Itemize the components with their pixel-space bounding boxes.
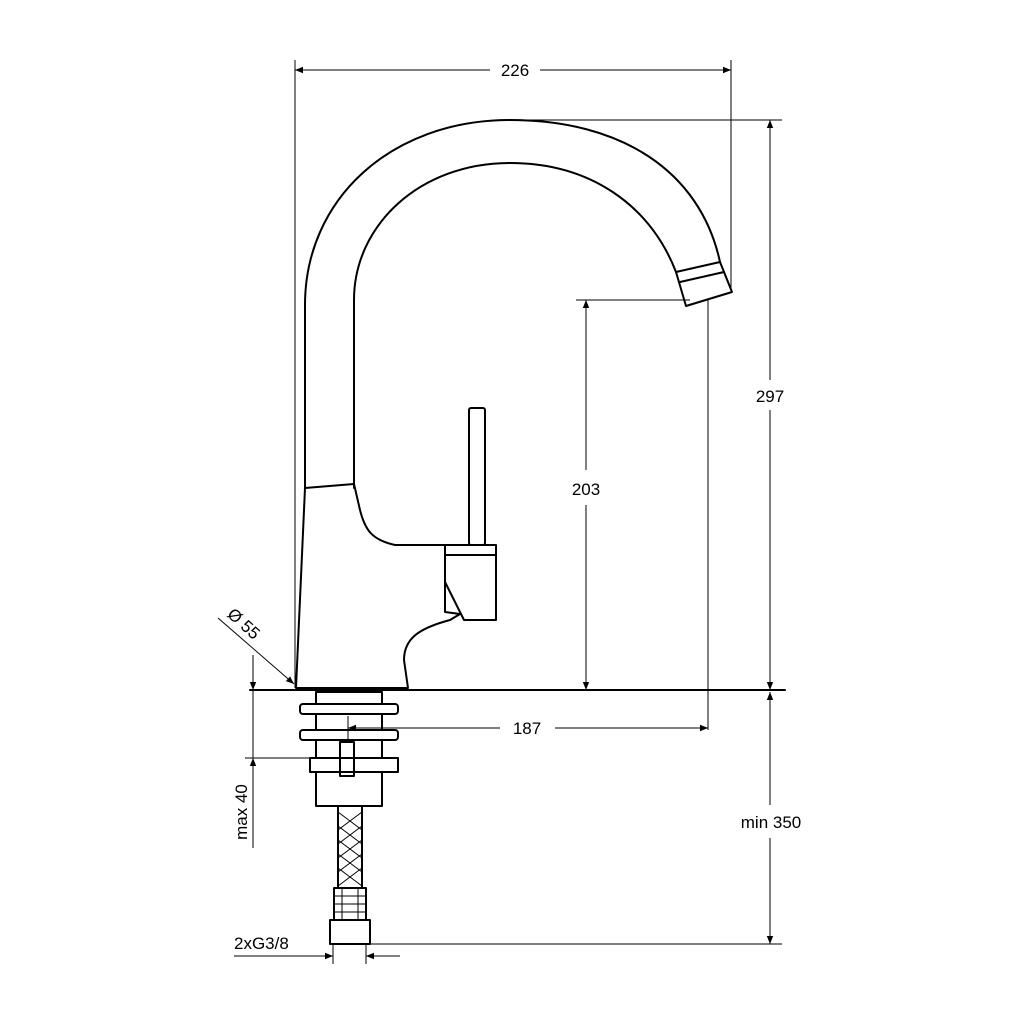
dim-max-thickness: max 40 — [232, 784, 251, 840]
dim-base-diameter: Ø 55 — [224, 605, 264, 644]
aerator — [675, 261, 733, 307]
connector-nut — [329, 887, 371, 945]
dim-overall-width: 226 — [501, 61, 529, 80]
spout-inner — [353, 162, 677, 489]
shank — [299, 691, 399, 807]
braided-hose — [337, 805, 363, 889]
dim-overall-height: 297 — [756, 387, 784, 406]
cartridge-housing — [444, 544, 497, 621]
dim-connection: 2xG3/8 — [234, 934, 289, 953]
dim-spout-reach: 187 — [513, 719, 541, 738]
faucet-outline — [249, 119, 786, 945]
main-body — [295, 487, 461, 689]
spout-outer — [304, 119, 721, 489]
body-collar — [304, 483, 446, 546]
dim-min-clearance: min 350 — [741, 813, 801, 832]
dim-spout-height: 203 — [572, 480, 600, 499]
dimension-lines — [217, 60, 782, 964]
lever-handle — [468, 407, 486, 546]
